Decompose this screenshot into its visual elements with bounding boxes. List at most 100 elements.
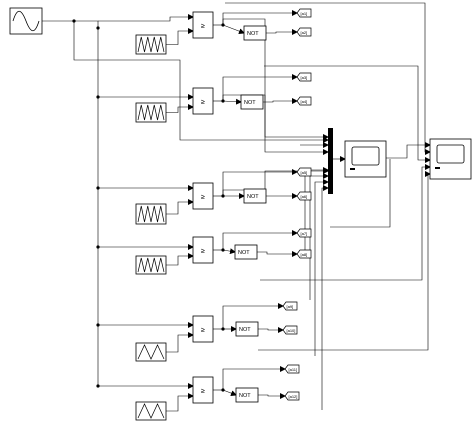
compare-block[interactable]: ≥ [192, 236, 214, 264]
stage-5: ≥ NOT [a9] [a10] [135, 301, 298, 362]
compare-operator-label: ≥ [201, 327, 205, 334]
goto-tag-label: [a2] [301, 30, 308, 35]
signal-line [222, 389, 237, 397]
not-gate-block[interactable]: NOT [243, 188, 267, 204]
goto-tag-out2[interactable]: [a6] [296, 191, 312, 201]
signal-line [222, 18, 329, 140]
triangle-carrier-block[interactable] [135, 255, 167, 275]
goto-tag-out1[interactable]: [a5] [296, 167, 312, 177]
goto-tag-out2[interactable]: [a8] [296, 249, 312, 259]
goto-tag-out2[interactable]: [a4] [296, 96, 312, 106]
signal-line [222, 303, 284, 329]
signal-line [222, 230, 298, 250]
sine-wave-icon [12, 10, 40, 32]
signal-line [222, 74, 298, 101]
signal-line [166, 332, 194, 353]
goto-tag-out1[interactable]: [a9] [282, 301, 298, 311]
compare-block[interactable]: ≥ [192, 182, 214, 210]
goto-tag-out1[interactable]: [a1] [296, 8, 312, 18]
stage-3: ≥ NOT [a5] [a6] [135, 167, 312, 225]
junction-dot [96, 26, 100, 30]
signal-line [260, 164, 431, 281]
goto-tag-out1[interactable]: [a11] [284, 364, 300, 374]
not-gate-label: NOT [239, 393, 251, 399]
signal-line [257, 251, 298, 257]
goto-tag-out2[interactable]: [a12] [284, 391, 300, 401]
not-gate-label: NOT [244, 100, 256, 106]
signal-line [321, 185, 329, 410]
goto-tag-out1[interactable]: [a7] [296, 228, 312, 238]
goto-tag-label: [a12] [289, 394, 298, 399]
compare-operator-label: ≥ [201, 99, 205, 106]
stage-1: ≥ NOT [a1] [a2] [135, 8, 312, 55]
signal-line [264, 65, 431, 163]
compare-block[interactable]: ≥ [192, 87, 214, 115]
mux-block[interactable] [328, 128, 333, 194]
triangle-wave-icon [137, 344, 165, 360]
not-gate-block[interactable]: NOT [240, 94, 264, 110]
goto-tag-label: [a7] [301, 231, 308, 236]
compare-block[interactable]: ≥ [192, 11, 214, 39]
signal-lines [42, 2, 431, 412]
signal-line [258, 171, 431, 351]
goto-tag-label: [a6] [301, 194, 308, 199]
signal-line [98, 14, 194, 22]
goto-tag-label: [a3] [301, 75, 308, 80]
signal-line [330, 159, 391, 228]
triangle-carrier-block[interactable] [135, 401, 167, 421]
compare-block[interactable]: ≥ [192, 315, 214, 343]
triangle-wave-icon [137, 104, 165, 121]
signal-line [73, 21, 329, 143]
goto-tag-label: [a10] [287, 328, 296, 333]
goto-tag-label: [a9] [287, 304, 294, 309]
compare-operator-label: ≥ [201, 248, 205, 255]
sine-wave-source-block[interactable] [9, 7, 43, 35]
compare-operator-label: ≥ [201, 23, 205, 30]
not-gate-block[interactable]: NOT [235, 321, 259, 337]
goto-tag-out1[interactable]: [a3] [296, 72, 312, 82]
triangle-carrier-block[interactable] [135, 34, 167, 55]
scope-block-2[interactable] [429, 138, 472, 180]
not-gate-block[interactable]: NOT [234, 244, 258, 260]
signal-line [222, 366, 286, 390]
signal-line [166, 104, 194, 113]
goto-tag-label: [a8] [301, 252, 308, 257]
stage-4: ≥ NOT [a7] [a8] [135, 228, 312, 275]
signal-line [263, 98, 298, 104]
not-gate-block[interactable]: NOT [243, 25, 267, 41]
goto-tag-out2[interactable]: [a10] [282, 325, 298, 335]
scope-screen-icon [436, 144, 465, 164]
not-gate-label: NOT [247, 194, 259, 200]
triangle-carrier-block[interactable] [135, 342, 167, 362]
signal-line [166, 253, 194, 266]
signal-line [258, 327, 284, 333]
compare-operator-label: ≥ [201, 194, 205, 201]
signal-line [222, 168, 329, 196]
signal-line [314, 179, 329, 356]
compare-operator-label: ≥ [201, 388, 205, 395]
triangle-carrier-block[interactable] [135, 203, 167, 225]
signal-line [225, 2, 431, 155]
signal-line [309, 173, 329, 300]
goto-tag-label: [a4] [301, 99, 308, 104]
goto-tag-out2[interactable]: [a2] [296, 27, 312, 37]
goto-tag-label: [a1] [301, 11, 308, 16]
signal-line [304, 167, 329, 258]
stage-blocks: ≥ NOT [a1] [a2] ≥ NOT [a3] [a4] ≥ NOT [a5] [a6] ≥ NOT… [135, 8, 312, 421]
triangle-wave-icon [137, 257, 165, 273]
signal-line [222, 98, 242, 105]
goto-tag-label: [a11] [289, 367, 298, 372]
signal-line [386, 142, 431, 159]
triangle-wave-icon [137, 36, 165, 53]
triangle-carrier-block[interactable] [135, 102, 167, 123]
triangle-wave-icon [137, 205, 165, 223]
scope-screen-icon [351, 146, 380, 166]
signal-line [222, 169, 298, 196]
signal-line [166, 199, 194, 215]
compare-block[interactable]: ≥ [192, 376, 214, 404]
not-gate-block[interactable]: NOT [235, 387, 259, 403]
scope-block-1[interactable] [344, 140, 387, 178]
triangle-wave-icon [137, 403, 165, 419]
signal-line [74, 20, 99, 386]
